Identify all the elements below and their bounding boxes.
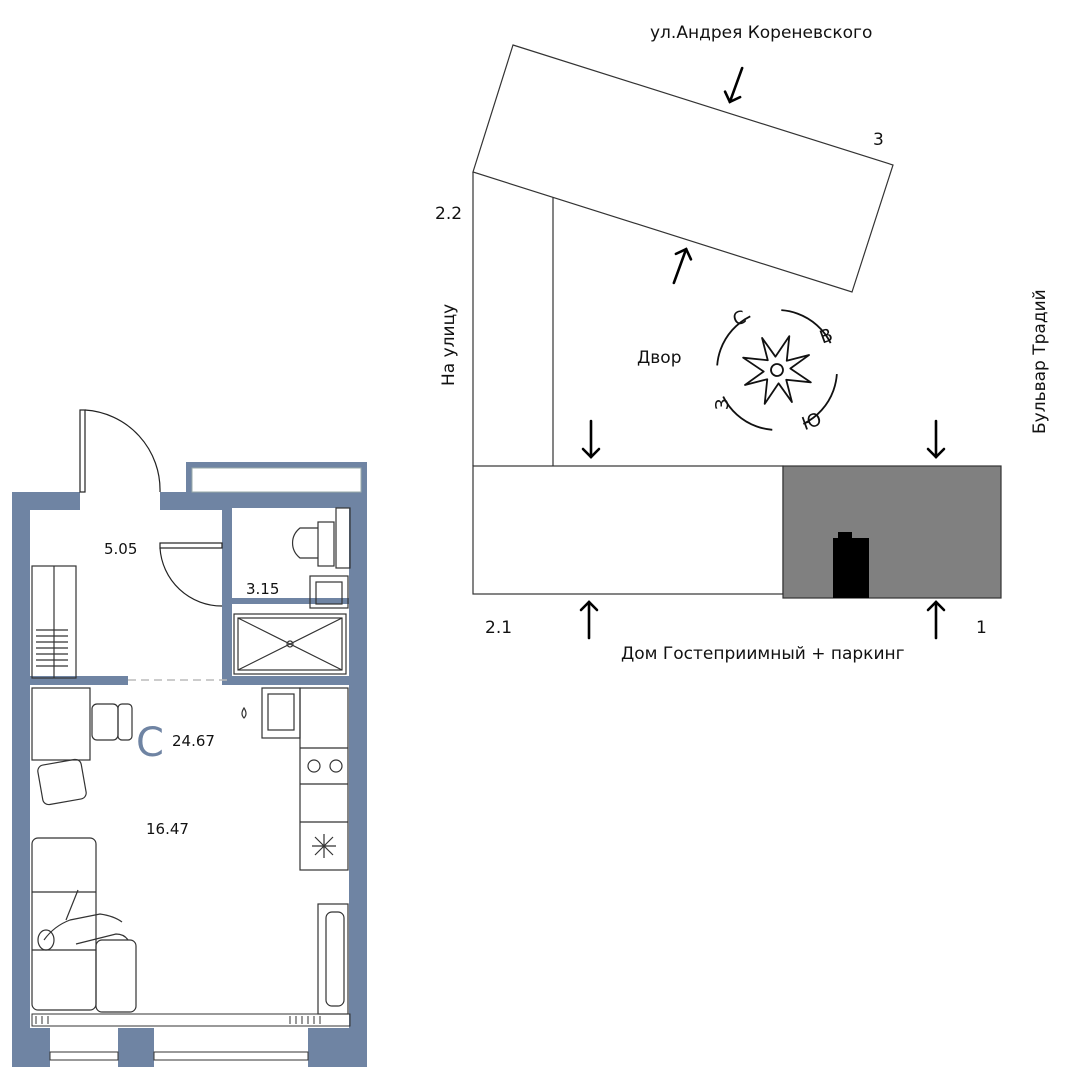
courtyard-label: Двор	[637, 348, 682, 368]
bathroom-door	[159, 542, 223, 607]
sofa	[31, 837, 137, 1013]
street-east-label: Бульвар Традий	[1030, 289, 1050, 434]
arrow-2-1-south	[579, 600, 599, 640]
window-sill	[31, 1013, 351, 1061]
compass-rose-icon	[716, 309, 838, 431]
desk	[31, 687, 133, 806]
toilet	[291, 507, 351, 569]
apartment-location-marker	[833, 532, 869, 598]
studio-letter: С	[136, 720, 164, 766]
sink	[309, 575, 349, 609]
outer-walls	[12, 462, 367, 1067]
building-1-number: 1	[976, 618, 987, 638]
building-2-1-number: 2.1	[485, 618, 512, 638]
street-north-label: ул.Андрея Кореневского	[650, 23, 872, 43]
compass-north: С	[730, 307, 749, 331]
living-area-label: 16.47	[146, 820, 189, 838]
entrance-arrows	[579, 66, 946, 640]
entrance-door	[79, 409, 161, 493]
bathroom-area-label: 3.15	[246, 580, 279, 598]
arrow-2-1-north	[581, 419, 601, 459]
building-2-2	[472, 172, 554, 466]
total-area-label: 24.67	[172, 732, 215, 750]
compass-east: В	[817, 324, 836, 348]
street-west-label: На улицу	[439, 304, 459, 386]
kitchen	[241, 687, 349, 1015]
site-plan: С В Ю З ул.Андрея Кореневского Двор Дом …	[435, 23, 1050, 664]
arrow-1-north	[926, 419, 946, 459]
building-2-1	[472, 465, 784, 595]
apartment-plan: С 24.67 5.05 3.15 16.47	[12, 409, 367, 1067]
arrow-1-south	[926, 600, 946, 640]
arrow-courtyard	[672, 247, 693, 285]
arrow-top	[723, 66, 744, 104]
building-3-number: 3	[873, 130, 884, 150]
building-1	[782, 465, 1002, 599]
hall-area-label: 5.05	[104, 540, 137, 558]
building-3	[472, 44, 894, 293]
building-2-2-number: 2.2	[435, 204, 462, 224]
street-south-label: Дом Гостеприимный + паркинг	[621, 644, 905, 664]
compass-west: З	[712, 398, 733, 410]
wardrobe	[31, 565, 77, 679]
shower-tray	[233, 613, 347, 675]
